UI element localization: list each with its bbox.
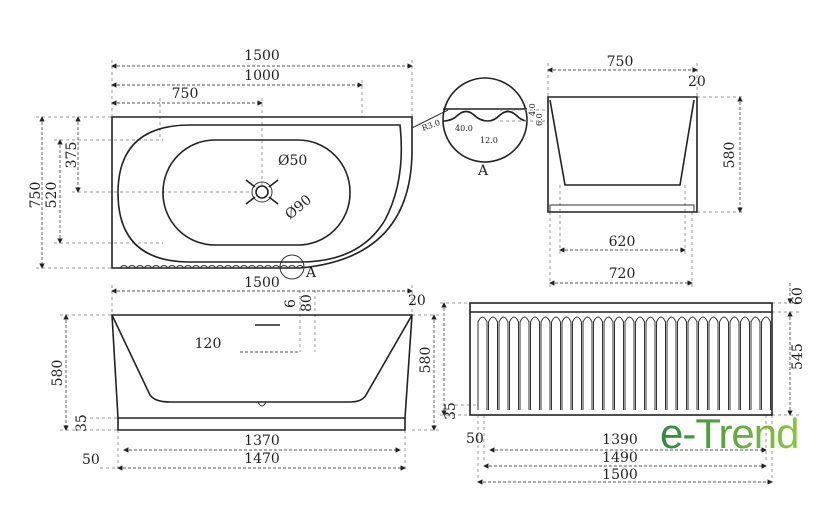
front-height-580-right: 580 [418, 347, 434, 374]
end-height-580: 580 [722, 142, 738, 169]
panel-flute [740, 316, 750, 410]
panel-view: 60 545 580 35 50 1390 1490 1500 [440, 283, 806, 485]
panel-len-1500: 1500 [602, 467, 638, 483]
end-width-750: 750 [607, 54, 634, 70]
drain-d50: Ø50 [278, 153, 307, 169]
panel-offset-50: 50 [466, 431, 484, 447]
dim-top-750: 750 [172, 86, 199, 102]
panel-flute [635, 316, 645, 410]
panel-flute [519, 316, 530, 410]
front-width-1500: 1500 [244, 275, 280, 291]
front-len-1470: 1470 [244, 451, 280, 467]
panel-flute [687, 316, 698, 410]
detail-depth2: 6.0 [535, 113, 544, 126]
panel-top-60: 60 [790, 287, 806, 305]
panel-flute [551, 316, 561, 410]
panel-len-1490: 1490 [602, 450, 638, 466]
detail-radius: R3.0 [421, 118, 442, 133]
front-offset-50: 50 [82, 452, 100, 468]
dim-top-1000: 1000 [244, 68, 280, 84]
end-view: 750 20 580 620 720 [547, 54, 745, 290]
panel-flute [498, 316, 509, 410]
front-drain-6: 6 [283, 299, 299, 308]
front-height-580-left: 580 [50, 360, 66, 387]
panel-flute [708, 316, 719, 410]
dim-top-h750: 750 [28, 182, 44, 209]
panel-len-1390: 1390 [602, 432, 638, 448]
panel-flute [477, 316, 488, 410]
panel-flute [488, 316, 498, 410]
front-base-35: 35 [74, 414, 90, 432]
panel-flute [509, 316, 519, 410]
panel-flute [603, 316, 614, 410]
front-len-1370: 1370 [244, 433, 280, 449]
etrend-logo: e-Trend [660, 410, 800, 457]
detail-pitch: 40.0 [455, 124, 473, 133]
panel-flute [593, 316, 603, 410]
drain-d90: Ø90 [282, 192, 315, 223]
detail-width: 12.0 [480, 136, 498, 145]
dim-top-h375: 375 [64, 142, 80, 169]
panel-flute [645, 316, 656, 410]
panel-flute [698, 316, 708, 410]
front-overflow-120: 120 [195, 336, 222, 352]
panel-flute [656, 316, 666, 410]
panel-height-545: 545 [790, 343, 806, 370]
panel-flute [572, 316, 582, 410]
end-base-720: 720 [609, 266, 636, 282]
detail-depth1: 4.0 [528, 103, 537, 116]
panel-flute [719, 316, 729, 410]
panel-flute [677, 316, 687, 410]
panel-flute [666, 316, 677, 410]
panel-flute [540, 316, 551, 410]
end-rim-20: 20 [688, 74, 706, 90]
panel-flute [750, 316, 761, 410]
front-rim-20: 20 [408, 293, 426, 309]
front-view: 1500 6 80 20 120 580 580 35 1370 1470 50 [50, 275, 440, 472]
drain-icon [255, 185, 269, 199]
panel-flute [624, 316, 635, 410]
panel-flute [582, 316, 593, 410]
panel-flute [530, 316, 540, 410]
panel-base-35: 35 [443, 402, 459, 420]
end-inner-620: 620 [609, 234, 636, 250]
front-drain-80: 80 [299, 294, 315, 312]
panel-flutes [477, 316, 771, 410]
dim-top-h520: 520 [44, 182, 60, 209]
panel-flute [614, 316, 624, 410]
detail-label: A [477, 163, 489, 179]
top-view: 1500 1000 750 750 520 375 Ø50 Ø90 A [28, 48, 449, 281]
panel-flute [561, 316, 572, 410]
detail-a: R3.0 40.0 12.0 4.0 6.0 A [421, 77, 545, 179]
dim-top-1500: 1500 [244, 48, 280, 64]
panel-flute [729, 316, 740, 410]
panel-flute [761, 316, 771, 410]
detail-ref-a: A [305, 265, 317, 281]
